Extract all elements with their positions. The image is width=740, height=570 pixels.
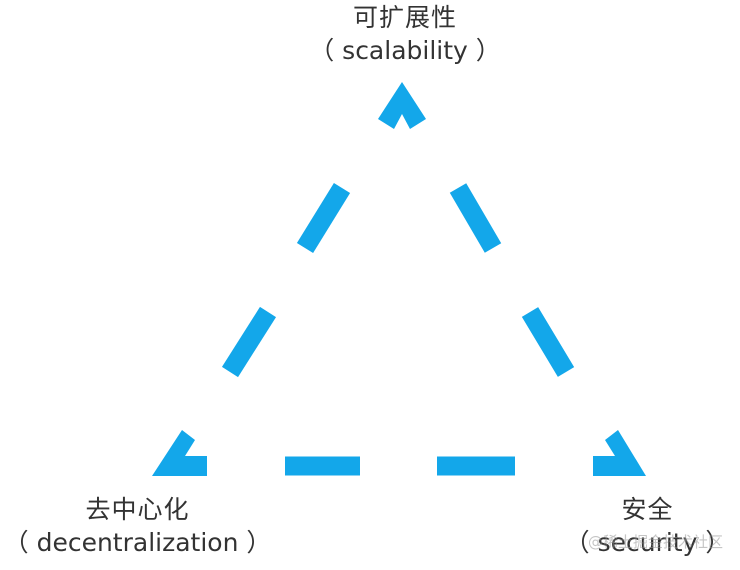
left-edge-dash — [296, 183, 351, 253]
watermark: @稀土掘金技术社区 — [588, 533, 724, 551]
vertex-label-scalability-en: （ scalability ） — [309, 36, 501, 65]
vertex-label-security: 安全 （ security ） — [555, 494, 740, 560]
top-arrowhead — [378, 82, 426, 129]
vertex-label-scalability-cn: 可扩展性 — [352, 3, 457, 32]
triangle-arrowheads — [152, 82, 646, 476]
bottom-right-arrowhead — [593, 430, 646, 476]
vertex-label-security-en: （ security ） — [564, 528, 731, 557]
vertex-label-scalability: 可扩展性 （ scalability ） — [300, 2, 510, 68]
right-edge-dash — [449, 183, 502, 253]
vertex-label-decentralization: 去中心化 （ decentralization ） — [0, 494, 275, 560]
bottom-left-arrowhead — [152, 430, 207, 476]
left-edge-dash — [221, 306, 277, 378]
vertex-label-decentralization-en: （ decentralization ） — [3, 528, 272, 557]
vertex-label-decentralization-cn: 去中心化 — [85, 495, 190, 524]
right-edge-dash — [521, 307, 575, 377]
vertex-label-security-cn: 安全 — [621, 495, 674, 524]
triangle-dashed-edges — [221, 183, 575, 476]
